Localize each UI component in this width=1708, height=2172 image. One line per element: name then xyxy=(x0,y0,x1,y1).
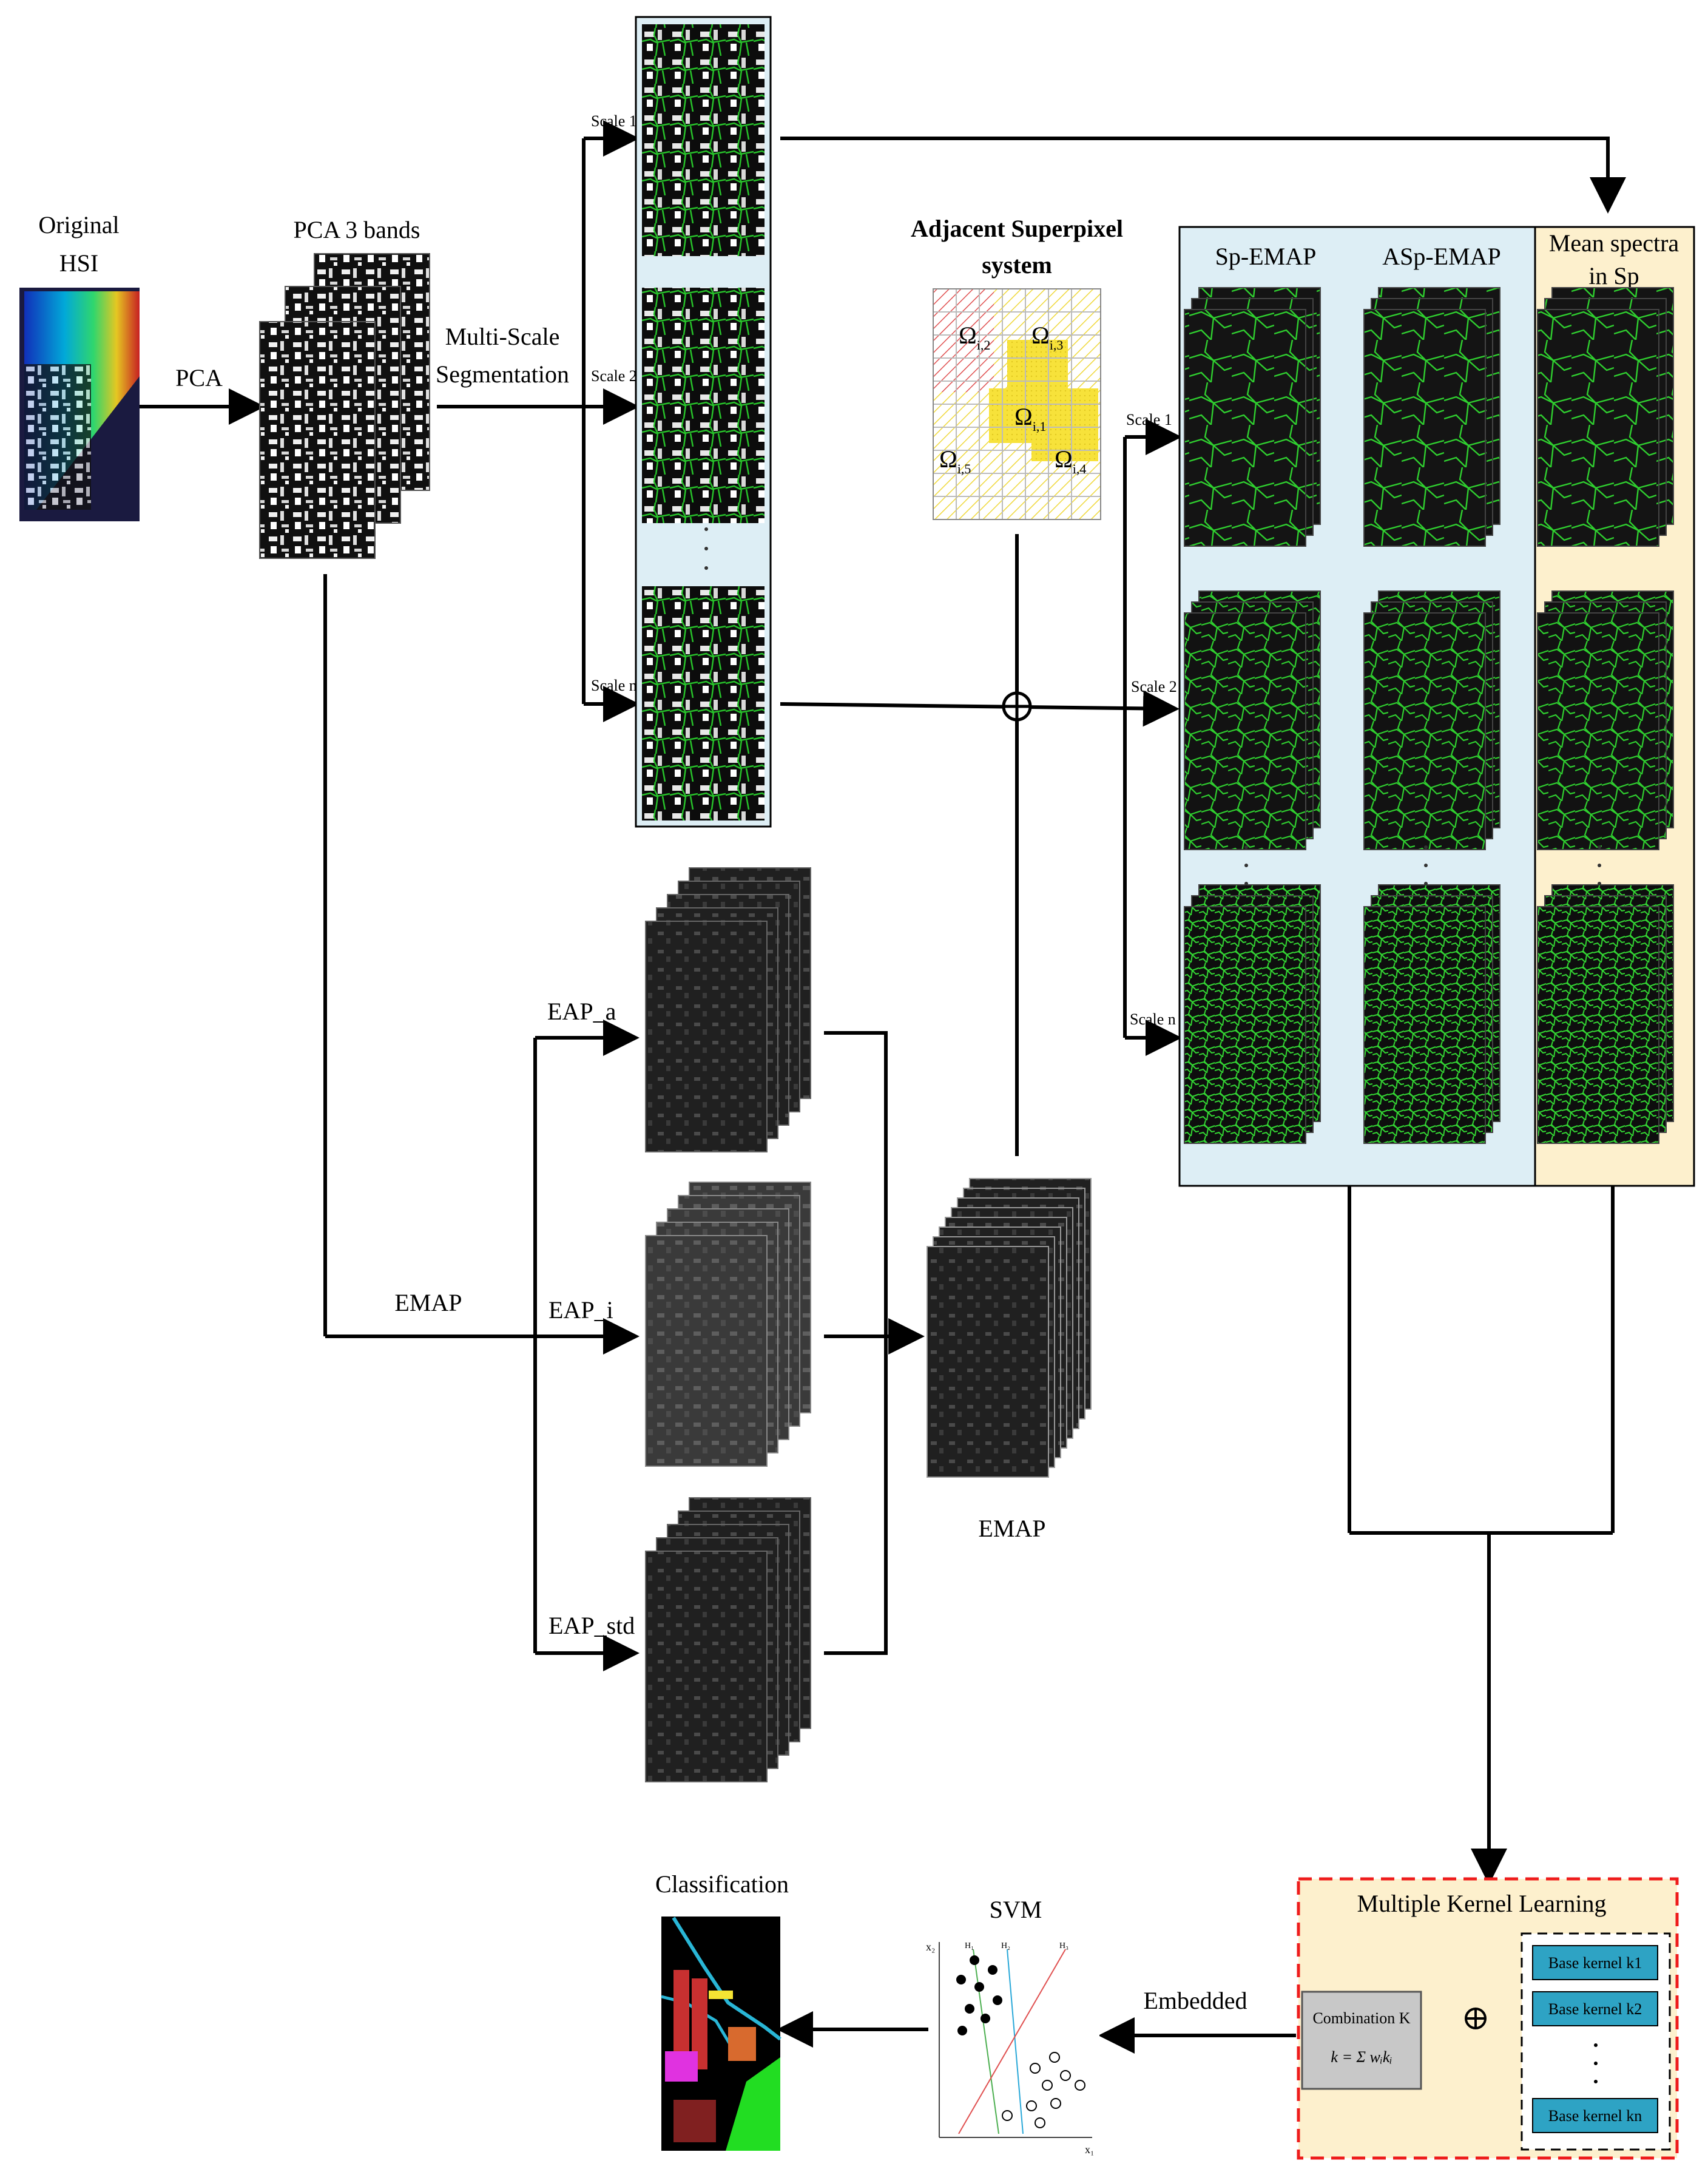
pca-arrow-label: PCA xyxy=(175,364,223,391)
combination-formula: k = Σ wᵢkᵢ xyxy=(1331,2048,1392,2066)
scale1-to-mean-spectra-arrow xyxy=(780,137,1626,214)
emap-branch-lines xyxy=(323,574,925,1671)
svm-h3: H₃ xyxy=(1059,1941,1068,1950)
multiscale-label-2: Segmentation xyxy=(436,360,569,388)
pca-bands-stack xyxy=(259,253,430,559)
segmentation-scale-n xyxy=(642,586,765,820)
pca-bands-label: PCA 3 bands xyxy=(294,216,420,243)
mean-spectra-label-1: Mean spectra xyxy=(1549,229,1679,257)
segmentation-panel xyxy=(635,16,772,828)
mean-spectra-stack-2 xyxy=(1537,590,1674,850)
sp-emap-label: Sp-EMAP xyxy=(1215,243,1317,270)
omega-1: Ωi,1 xyxy=(1014,403,1046,434)
scale-n-label: Scale n xyxy=(591,677,637,694)
asp-emap-stack-2 xyxy=(1363,590,1500,850)
classification-label: Classification xyxy=(655,1870,789,1898)
eap-stacks xyxy=(645,867,1092,1782)
mean-spectra-stack-1 xyxy=(1537,287,1674,547)
original-hsi-cube xyxy=(19,288,140,521)
original-hsi-label-1: Original xyxy=(38,211,119,239)
scale-1-label: Scale 1 xyxy=(591,112,637,130)
panels-to-mkl-connector xyxy=(1348,1186,1615,1885)
asp-emap-stack-3 xyxy=(1363,884,1500,1144)
combine-operator-icon xyxy=(1002,691,1032,722)
scale-2-label: Scale 2 xyxy=(591,367,637,385)
eap-a-stack xyxy=(645,867,811,1152)
base-kernel-1: Base kernel k1 xyxy=(1548,1954,1642,1972)
emap-combined-stack xyxy=(927,1178,1092,1478)
adjacent-superpixel-title-1: Adjacent Superpixel xyxy=(911,215,1123,242)
eap-i-stack xyxy=(645,1182,811,1467)
classification-map xyxy=(661,1917,781,2151)
right-scale-2-label: Scale 2 xyxy=(1131,678,1177,695)
mean-spectra-scale-dots xyxy=(1598,845,1601,885)
segmentation-scale-2 xyxy=(642,288,765,523)
right-scale-n-label: Scale n xyxy=(1130,1010,1176,1028)
emap-branch-label: EMAP xyxy=(394,1289,462,1316)
scalen-to-spemap-arrow xyxy=(780,690,1180,727)
asp-emap-stack-1 xyxy=(1363,287,1500,547)
omega-5: Ωi,5 xyxy=(939,445,971,476)
combination-title: Combination K xyxy=(1312,2009,1410,2027)
mkl-combine-operator-icon xyxy=(1465,2008,1487,2029)
sp-emap-stack-1 xyxy=(1184,287,1321,547)
mean-spectra-stack-3 xyxy=(1537,884,1674,1144)
omega-3: Ωi,3 xyxy=(1031,322,1063,353)
svm-label: SVM xyxy=(990,1896,1042,1923)
svm-axis-x1: x₁ xyxy=(1085,2143,1094,2156)
sp-emap-stack-3 xyxy=(1184,884,1321,1144)
base-kernel-2: Base kernel k2 xyxy=(1548,2000,1642,2018)
scale-fork xyxy=(582,120,640,722)
right-scale-1-label: Scale 1 xyxy=(1126,411,1172,428)
asp-emap-label: ASp-EMAP xyxy=(1382,243,1501,270)
svm-h2: H₂ xyxy=(1001,1941,1010,1950)
eap-std-label: EAP_std xyxy=(549,1612,635,1639)
mean-spectra-label-2: in Sp xyxy=(1588,262,1639,289)
svm-axis-x2: x₂ xyxy=(926,1941,935,1953)
asp-emap-scale-dots xyxy=(1424,845,1428,885)
adjacent-superpixel-grid xyxy=(933,288,1101,520)
base-kernels-group xyxy=(1521,1932,1671,2151)
superpixel-stacks xyxy=(1184,287,1674,1144)
segmentation-scale-1 xyxy=(642,24,765,256)
original-hsi-label-2: HSI xyxy=(59,249,98,277)
adjacent-superpixel-title-2: system xyxy=(982,251,1052,279)
multiscale-label-1: Multi-Scale xyxy=(445,323,560,350)
base-kernel-n: Base kernel kn xyxy=(1548,2107,1642,2125)
sp-emap-scale-dots xyxy=(1244,845,1248,885)
svm-plot xyxy=(917,1933,1099,2158)
sp-emap-stack-2 xyxy=(1184,590,1321,850)
eap-a-label: EAP_a xyxy=(547,998,616,1025)
embedded-label: Embedded xyxy=(1143,1987,1247,2014)
svm-h1: H₁ xyxy=(965,1941,974,1950)
eap-std-stack xyxy=(645,1497,811,1782)
omega-2: Ωi,2 xyxy=(959,322,990,353)
omega-4: Ωi,4 xyxy=(1055,445,1086,476)
right-scale-fork xyxy=(1123,419,1182,1056)
mkl-title: Multiple Kernel Learning xyxy=(1357,1890,1607,1917)
emap-stack-label: EMAP xyxy=(978,1515,1045,1542)
eap-i-label: EAP_i xyxy=(549,1296,613,1324)
combination-box xyxy=(1301,1991,1422,2090)
